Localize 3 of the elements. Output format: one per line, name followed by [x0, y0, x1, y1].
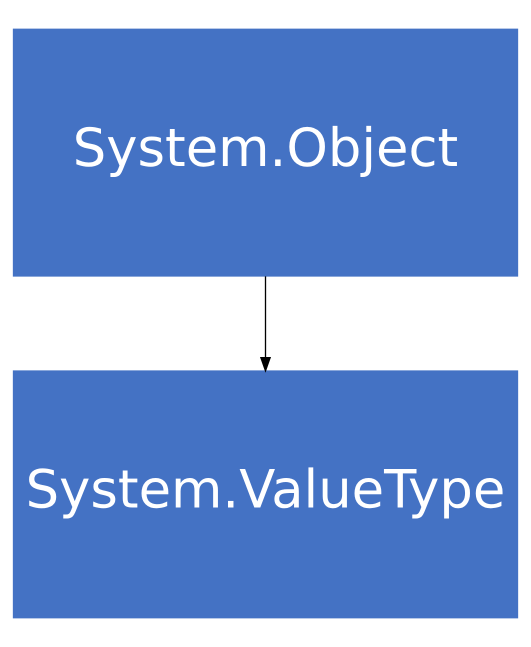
node-box: System.ValueType — [12, 370, 518, 618]
arrow — [260, 276, 272, 373]
node-box: System.Object — [12, 28, 518, 277]
